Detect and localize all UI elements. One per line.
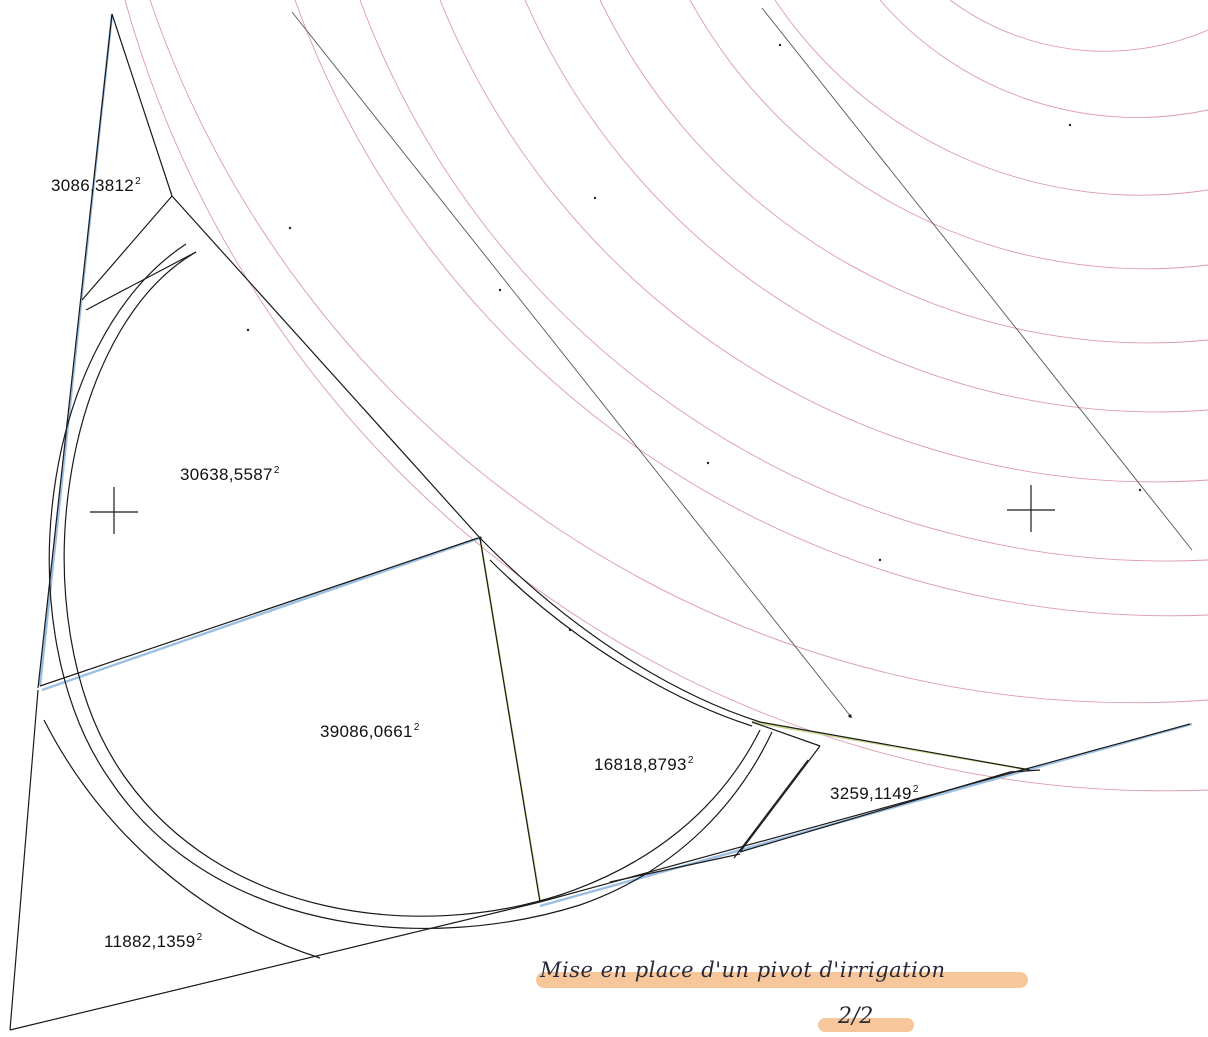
pivot-arc-6 (599, 0, 1208, 344)
south-east-boundary-line (539, 723, 1191, 903)
survey-points (246, 43, 1142, 718)
diagonal-line-east (761, 7, 1193, 551)
caption-page-number: 2/2 (838, 1004, 874, 1029)
area-exponent: 2 (687, 755, 694, 766)
pivot-crosshairs (90, 485, 1055, 534)
pivot-circle-arcs (124, 0, 1208, 792)
pivot-arc-4 (439, 0, 1208, 483)
area-value: 3086,3812 (51, 176, 135, 195)
pivot-arc-5 (524, 0, 1208, 413)
pivot-arc-1 (149, 0, 1208, 704)
area-label-south-triangle: 11882,13592 (104, 932, 202, 952)
area-label-central-quadrilateral: 39086,06612 (320, 722, 420, 742)
pivot-arc-10 (949, 0, 1208, 52)
pivot-arc-3 (359, 0, 1208, 562)
area-label-east-sliver: 3259,11492 (830, 784, 919, 804)
parcel-linework (9, 13, 1191, 1031)
pivot-outer-arc (63, 251, 761, 917)
caption-page-highlight (818, 1018, 914, 1032)
area-value: 30638,5587 (180, 465, 273, 484)
cross-divider-line (39, 537, 479, 687)
area-label-north-wedge: 3086,38122 (51, 176, 141, 196)
east-sliver-bottom (739, 771, 1011, 853)
area-exponent: 2 (196, 932, 203, 943)
west-crosshair-icon (90, 487, 138, 534)
area-exponent: 2 (135, 176, 141, 187)
pivot-arc-7 (689, 0, 1208, 270)
diagonal-line-west (291, 11, 853, 719)
pivot-arc-11 (124, 0, 1208, 792)
area-value: 11882,1359 (104, 932, 196, 951)
south-ring-arc (43, 719, 321, 959)
pivot-arc-9 (879, 0, 1208, 118)
curve-to-tip (751, 721, 821, 747)
caption-title: Mise en place d'un pivot d'irrigation (540, 958, 946, 982)
central-triangle-arc (479, 537, 761, 723)
south-chord-line (609, 853, 741, 883)
area-exponent: 2 (413, 722, 420, 733)
caption-title-highlight (536, 972, 1028, 988)
area-label-central-triangle: 16818,87932 (594, 755, 694, 775)
west-boundary-line (37, 13, 113, 689)
east-sliver-inner (733, 759, 809, 859)
area-value: 3259,1149 (830, 784, 912, 803)
area-exponent: 2 (273, 465, 280, 476)
area-label-west-semicircle: 30638,55872 (180, 465, 280, 485)
north-east-diagonal (171, 195, 481, 539)
area-value: 16818,8793 (594, 755, 687, 774)
area-value: 39086,0661 (320, 722, 413, 741)
construction-lines (291, 7, 1193, 719)
central-divider-line (479, 537, 541, 903)
pivot-inner-arc (48, 243, 773, 929)
south-boundary-line (9, 901, 541, 1031)
south-west-boundary-line (9, 689, 39, 1031)
north-wedge-inner (85, 251, 197, 311)
pivot-arc-8 (774, 0, 1208, 196)
east-sliver-top (759, 721, 1031, 771)
north-wedge-edge (111, 13, 173, 197)
area-exponent: 2 (912, 784, 919, 795)
east-sliver-tip (1009, 769, 1041, 773)
north-wedge-base (81, 195, 173, 301)
east-crosshair-icon (1007, 485, 1055, 532)
east-sliver-left (739, 745, 821, 853)
pivot-arc-2 (294, 0, 1208, 617)
central-triangle-arc-inner (489, 559, 753, 727)
